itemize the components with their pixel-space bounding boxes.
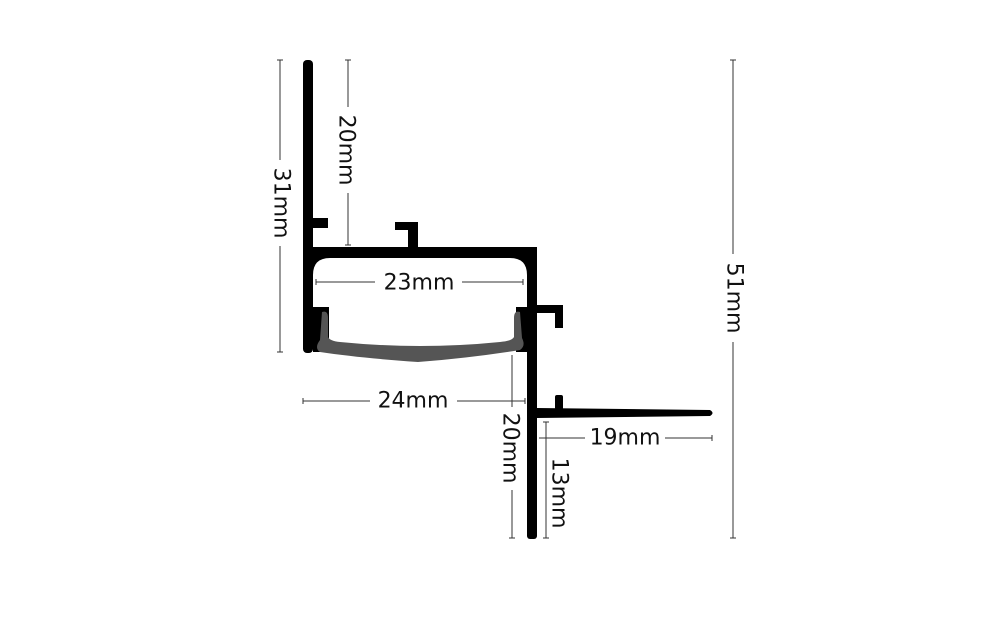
dim-label-20mm-lower: 20mm [498,413,523,484]
dimension-23mm: 23mm [315,271,524,296]
dim-label-51mm: 51mm [722,263,747,334]
dimension-20mm-upper: 20mm [334,59,359,246]
dimension-19mm: 19mm [539,426,713,451]
right-hook-tip [555,305,563,328]
lower-ledge [537,408,713,418]
dim-label-23mm: 23mm [384,271,455,296]
dim-label-31mm: 31mm [269,168,294,239]
dimension-31mm: 31mm [269,59,294,353]
left-tab [313,218,328,228]
diffuser [317,311,524,362]
right-clip [516,307,527,352]
right-wall [527,247,537,539]
right-hook-arm [537,305,563,313]
inner-corner-right [510,258,527,275]
dimension-13mm: 13mm [543,421,572,539]
dim-label-20mm-upper: 20mm [334,115,359,186]
left-flange [303,60,313,353]
dimension-20mm-lower: 20mm [498,355,523,539]
top-hook-cap [395,222,418,230]
dim-label-24mm: 24mm [378,389,449,414]
dim-label-13mm: 13mm [547,458,572,529]
dim-label-19mm: 19mm [590,426,661,451]
ledge-stub [555,395,563,410]
top-wall [303,247,537,258]
top-hook-stem [408,222,418,250]
inner-corner-left [313,258,330,275]
dimension-24mm: 24mm [302,389,526,414]
dimension-51mm: 51mm [722,59,747,539]
